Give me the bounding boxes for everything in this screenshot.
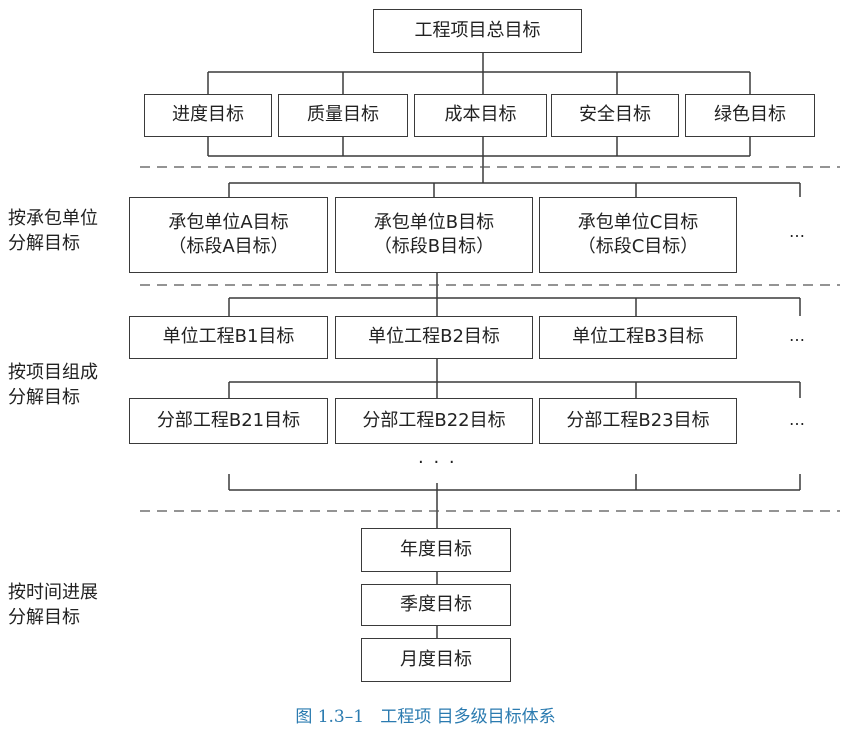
schedule-goal-label: 进度目标 (172, 104, 244, 126)
schedule-goal-box: 进度目标 (144, 94, 272, 137)
quarterly-goal-label: 季度目标 (400, 593, 472, 615)
side-label-line: 分解目标 (8, 607, 80, 628)
unit-b2-goal-label: 单位工程B2目标 (368, 326, 500, 348)
unit-b3-goal-label: 单位工程B3目标 (572, 326, 704, 348)
unit-b2-goal-box: 单位工程B2目标 (335, 316, 533, 359)
green-goal-box: 绿色目标 (685, 94, 815, 137)
project-overall-goal-label: 工程项目总目标 (414, 19, 541, 41)
unit-b1-goal-label: 单位工程B1目标 (162, 326, 295, 348)
section-a-goal-label: （标段A目标） (168, 236, 289, 257)
cost-goal-label: 成本目标 (444, 104, 517, 126)
annual-goal-label: 年度目标 (400, 538, 472, 560)
annual-goal-box: 年度目标 (361, 528, 511, 572)
side-label-line: 按项目组成 (8, 362, 98, 383)
part-b21-goal-label: 分部工程B21目标 (156, 409, 301, 431)
figure-caption: 图 1.3–1 工程项 目多级目标体系 (295, 707, 556, 727)
contractor-a-goal-label: 承包单位A目标 (168, 211, 289, 233)
contractor-more-ellipsis: … (789, 222, 806, 241)
contractor-a-goal-box: 承包单位A目标 （标段A目标） (129, 197, 328, 273)
contractor-b-goal-box: 承包单位B目标 （标段B目标） (335, 197, 533, 273)
section-c-goal-label: （标段C目标） (577, 236, 699, 257)
cost-goal-box: 成本目标 (414, 94, 547, 137)
contractor-b-goal-label: 承包单位B目标 (373, 211, 495, 233)
contractor-c-goal-box: 承包单位C目标 （标段C目标） (539, 197, 737, 273)
unit-more-ellipsis: … (789, 326, 806, 345)
side-label-line: 分解目标 (8, 233, 80, 254)
side-label-line: 按时间进展 (8, 582, 98, 603)
part-b21-goal-box: 分部工程B21目标 (129, 398, 328, 444)
side-label-by-time: 按时间进展 分解目标 (8, 580, 98, 630)
unit-b3-goal-box: 单位工程B3目标 (539, 316, 737, 359)
monthly-goal-label: 月度目标 (400, 648, 472, 670)
side-label-line: 按承包单位 (8, 208, 98, 229)
part-b22-goal-label: 分部工程B22目标 (362, 409, 506, 431)
side-label-line: 分解目标 (8, 387, 80, 408)
side-label-by-contractor: 按承包单位 分解目标 (8, 206, 98, 256)
quality-goal-label: 质量目标 (307, 104, 379, 126)
unit-b1-goal-box: 单位工程B1目标 (129, 316, 328, 359)
part-b22-goal-box: 分部工程B22目标 (335, 398, 533, 444)
section-b-goal-label: （标段B目标） (373, 236, 495, 257)
part-b23-goal-label: 分部工程B23目标 (566, 409, 710, 431)
monthly-goal-box: 月度目标 (361, 638, 511, 682)
safety-goal-label: 安全目标 (579, 104, 651, 126)
quarterly-goal-box: 季度目标 (361, 584, 511, 626)
part-b23-goal-box: 分部工程B23目标 (539, 398, 737, 444)
safety-goal-box: 安全目标 (551, 94, 679, 137)
contractor-c-goal-label: 承包单位C目标 (577, 211, 699, 233)
side-label-by-project: 按项目组成 分解目标 (8, 360, 98, 410)
part-more-ellipsis: … (789, 410, 806, 429)
project-overall-goal-box: 工程项目总目标 (373, 9, 582, 53)
green-goal-label: 绿色目标 (714, 104, 786, 126)
more-parts-dots: · · · (418, 452, 457, 473)
quality-goal-box: 质量目标 (278, 94, 408, 137)
